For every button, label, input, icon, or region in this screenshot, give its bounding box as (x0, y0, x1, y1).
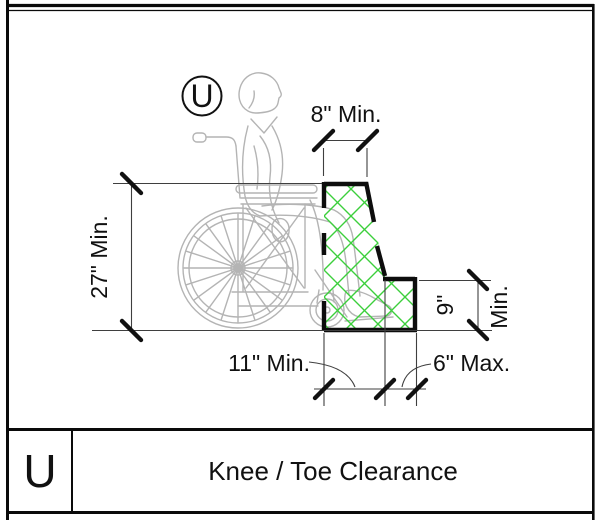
dim-8in-extensions (322, 148, 368, 177)
sheet-border (6, 0, 595, 520)
title-block-title: Knee / Toe Clearance (208, 456, 458, 486)
dim-bottom-tick-mid (373, 377, 397, 401)
rear-wheel-spokes (183, 213, 293, 323)
person-hairline (248, 90, 255, 109)
person-back (241, 125, 261, 217)
dim-bottom-tick-right (405, 377, 429, 401)
person-chest (271, 125, 284, 211)
dim-8in-label: 8" Min. (311, 101, 382, 127)
dim-6in-leader (401, 363, 432, 388)
dim-bottom-extensions (323, 280, 418, 406)
counter-front-slope-upper (363, 181, 377, 223)
armrest (235, 184, 318, 194)
person-hand (271, 217, 290, 243)
dim-9in-tick-top (466, 268, 490, 292)
rear-wheel-rim (182, 212, 294, 324)
dim-11in-leader (308, 361, 356, 388)
person-collar (250, 116, 278, 134)
rear-wheel-tire (177, 207, 299, 329)
dim-9in-right: 9" Min. (419, 268, 512, 342)
dim-6in-label: 6" Max. (433, 350, 510, 376)
seat-lines (240, 197, 318, 205)
title-block: U Knee / Toe Clearance (6, 428, 594, 514)
rear-wheel (177, 207, 299, 329)
dim-bottom-tick-left (312, 377, 336, 401)
person-arm-outer (259, 135, 280, 224)
dim-11in-label: 11" Min. (228, 350, 310, 376)
person-head (238, 72, 282, 114)
dim-8in-tick-left (311, 128, 336, 153)
detail-callout-u: U (181, 75, 223, 117)
push-handle-grip (192, 132, 207, 143)
person-arm-inner (253, 145, 259, 190)
dim-8in-tick-right (355, 128, 380, 153)
dim-8in-top: 8" Min. (311, 101, 382, 177)
title-block-code: U (23, 445, 56, 497)
dim-27in-label: 27" Min. (86, 215, 112, 299)
dim-9in-value: 9" (432, 295, 458, 316)
callout-letter: U (190, 78, 213, 114)
dim-bottom-group: 11" Min. 6" Max. (228, 280, 510, 406)
dim-9in-tick-bottom (466, 318, 490, 342)
dim-27in-left: 27" Min. (86, 171, 322, 343)
front-down-tube (309, 199, 324, 291)
dim-9in-unit: Min. (486, 285, 512, 328)
counter-front-slope-lower (374, 245, 388, 277)
dim-27in-tick-bottom (119, 318, 144, 343)
callout-circle (181, 75, 223, 117)
counter-hatch (324, 184, 415, 330)
push-handle-bar (205, 136, 237, 147)
dim-27in-tick-top (119, 171, 144, 196)
backrest-post (235, 145, 241, 199)
